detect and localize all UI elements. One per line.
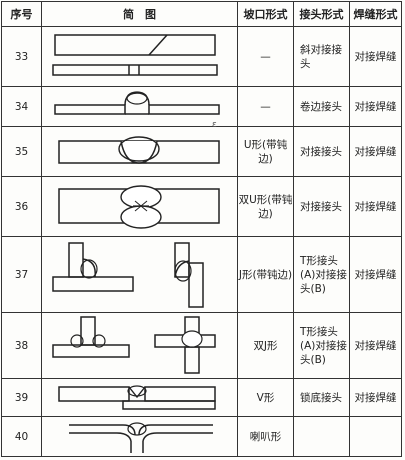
table-row: 38 双J形 T形接头(A)对接接头(B) 对接焊缝 xyxy=(1,312,402,379)
table-row: 36 双U形(带钝边) 对接接头 对接焊缝 xyxy=(1,176,402,237)
row-groove: — xyxy=(237,86,294,127)
table-row: 37 J形(带钝边) T形接头(A)对接接头(B) 对接焊缝 xyxy=(1,236,402,313)
oblique-butt-sketch-icon xyxy=(51,33,218,76)
row-number: 36 xyxy=(1,176,42,237)
flanged-edge-sketch-icon xyxy=(53,90,220,115)
row-joint: T形接头(A)对接接头(B) xyxy=(293,236,350,313)
row-joint xyxy=(293,416,350,457)
row-groove: 双U形(带钝边) xyxy=(237,176,294,237)
table-row: 35 U形(带钝边) 对接接头 对接焊缝 xyxy=(1,126,402,177)
row-number: 40 xyxy=(1,416,42,457)
row-sketch xyxy=(41,26,238,87)
header-joint: 接头形式 xyxy=(293,1,350,27)
row-weld xyxy=(349,416,402,457)
row-groove: V形 xyxy=(237,378,294,417)
row-weld: 对接焊缝 xyxy=(349,312,402,379)
j-groove-sketch-icon xyxy=(51,241,204,308)
row-weld: 对接焊缝 xyxy=(349,26,402,87)
header-no: 序号 xyxy=(1,1,42,27)
table-row: 40 喇叭形 xyxy=(1,416,402,457)
header-sketch: 简 图 xyxy=(41,1,238,27)
table-header-row: 序号 简 图 坡口形式 接头形式 焊缝形式 xyxy=(1,1,402,27)
row-joint: 斜对接接头 xyxy=(293,26,350,87)
table-row: 33 — 斜对接接头 对接焊缝 xyxy=(1,26,402,87)
row-joint: 锁底接头 xyxy=(293,378,350,417)
header-weld: 焊缝形式 xyxy=(349,1,402,27)
double-u-groove-sketch-icon xyxy=(57,184,220,229)
u-groove-sketch-icon xyxy=(57,135,220,164)
v-groove-backing-sketch-icon xyxy=(57,384,216,410)
row-joint: 对接接头 xyxy=(293,176,350,237)
row-weld: 对接焊缝 xyxy=(349,236,402,313)
double-j-groove-sketch-icon xyxy=(51,315,216,374)
row-groove: 喇叭形 xyxy=(237,416,294,457)
row-sketch xyxy=(41,312,238,379)
row-number: 34 xyxy=(1,86,42,127)
row-weld: 对接焊缝 xyxy=(349,176,402,237)
row-number: 37 xyxy=(1,236,42,313)
row-number: 35 xyxy=(1,126,42,177)
row-joint: 对接接头 xyxy=(293,126,350,177)
row-weld: 对接焊缝 xyxy=(349,378,402,417)
table-row: 39 V形 锁底接头 对接焊缝 xyxy=(1,378,402,417)
row-weld: 对接焊缝 xyxy=(349,86,402,127)
row-number: 39 xyxy=(1,378,42,417)
scan-mark: ɛ xyxy=(212,120,217,130)
row-number: 38 xyxy=(1,312,42,379)
table-row: 34 — 卷边接头 对接焊缝 xyxy=(1,86,402,127)
flare-groove-sketch-icon xyxy=(68,421,213,453)
row-sketch xyxy=(41,86,238,127)
row-groove: — xyxy=(237,26,294,87)
row-joint: 卷边接头 xyxy=(293,86,350,127)
row-groove: J形(带钝边) xyxy=(237,236,294,313)
row-sketch xyxy=(41,236,238,313)
row-sketch xyxy=(41,126,238,177)
row-sketch xyxy=(41,378,238,417)
row-sketch xyxy=(41,176,238,237)
row-number: 33 xyxy=(1,26,42,87)
row-groove: U形(带钝边) xyxy=(237,126,294,177)
row-weld: 对接焊缝 xyxy=(349,126,402,177)
row-groove: 双J形 xyxy=(237,312,294,379)
header-groove: 坡口形式 xyxy=(237,1,294,27)
row-sketch xyxy=(41,416,238,457)
row-joint: T形接头(A)对接接头(B) xyxy=(293,312,350,379)
